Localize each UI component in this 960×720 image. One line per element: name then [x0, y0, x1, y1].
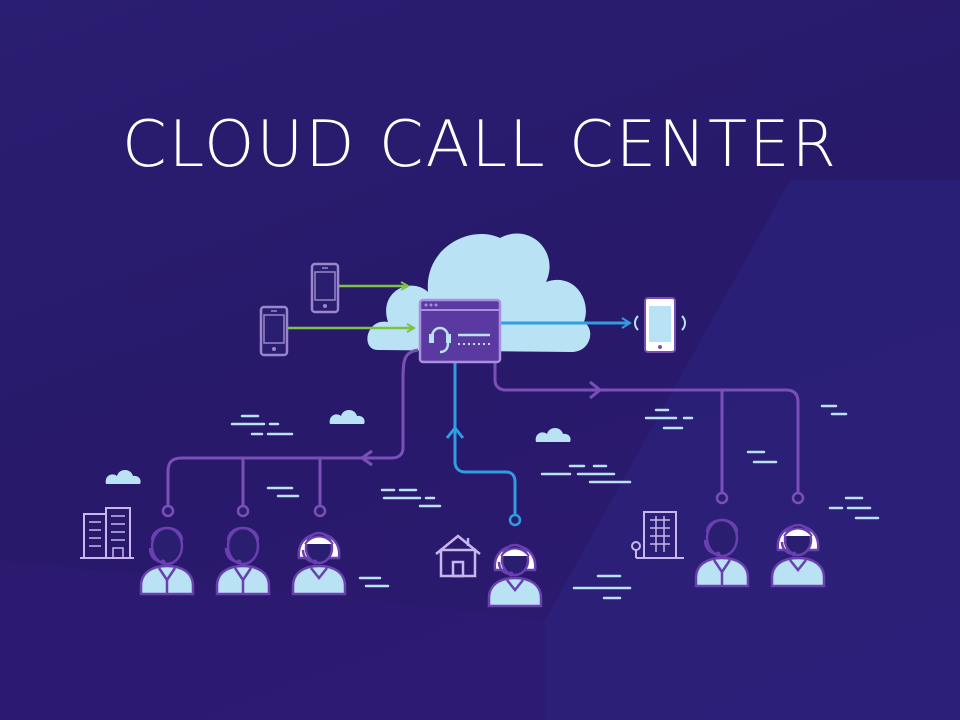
connection-lines-blue — [445, 317, 632, 514]
agent-icon — [694, 518, 750, 588]
page-title: CLOUD CALL CENTER — [121, 108, 839, 182]
office-building-icon — [80, 507, 134, 559]
agent-icon — [487, 543, 543, 608]
office-building-icon — [631, 511, 684, 559]
small-cloud-icon — [535, 428, 571, 442]
house-icon — [435, 534, 481, 578]
agent-icon — [215, 526, 271, 596]
connection-endpoints — [161, 491, 805, 518]
server-window-icon — [418, 298, 502, 364]
background-panel-left — [0, 560, 545, 720]
agent-icon — [291, 531, 347, 596]
agent-icon — [139, 526, 195, 596]
headset-icon — [429, 326, 451, 354]
small-cloud-icon — [105, 470, 141, 484]
smartphone-icon — [310, 262, 340, 314]
decorative-dashes — [230, 404, 880, 600]
smartphone-icon — [634, 297, 686, 353]
small-cloud-icon — [329, 410, 365, 424]
remote-endpoint — [508, 513, 522, 527]
smartphone-icon — [259, 305, 289, 357]
background-panel — [545, 180, 960, 720]
connection-lines-purple — [166, 348, 800, 505]
agent-icon — [770, 523, 826, 588]
